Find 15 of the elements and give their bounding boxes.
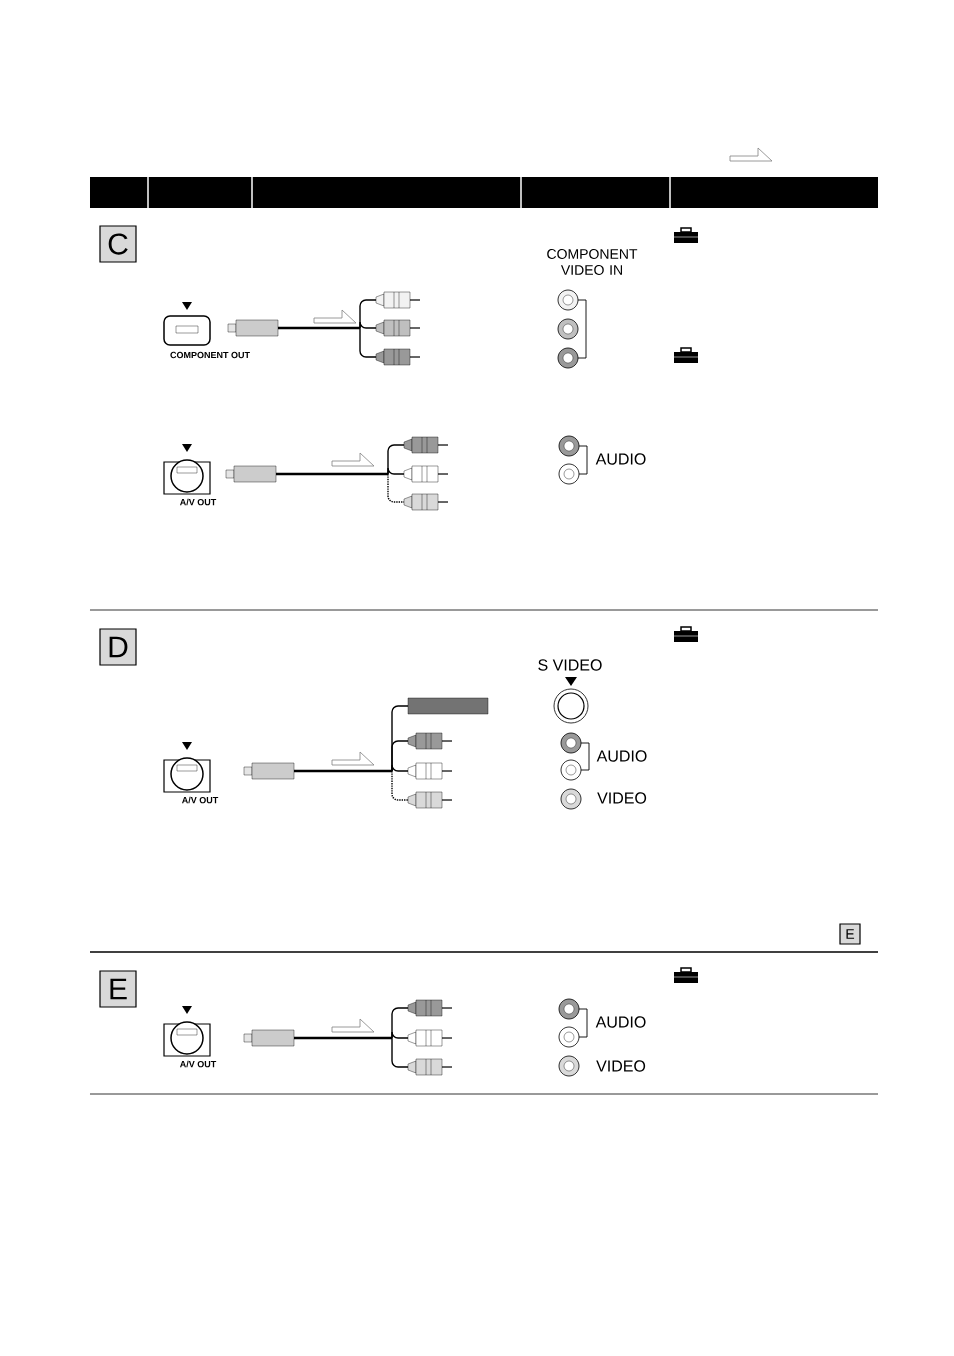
port-label: S VIDEO [538,659,602,671]
port-label: AUDIO [595,453,646,465]
section-letter-box: E [839,923,861,945]
port-label: A/V OUT [179,498,217,506]
section-letter-box: D [99,628,137,666]
section-letter-box: C [99,225,137,263]
port-label: A/V OUT [181,796,219,804]
section-letter-box: E [99,970,137,1008]
port-label: COMPONENT OUT [170,351,250,359]
port-label: AUDIO [595,1016,646,1028]
port-label: AUDIO [596,750,647,762]
port-label: VIDEO [596,1060,646,1072]
port-label: A/V OUT [179,1060,217,1068]
port-label: COMPONENT VIDEO IN [547,249,638,275]
port-label: VIDEO [597,792,647,804]
